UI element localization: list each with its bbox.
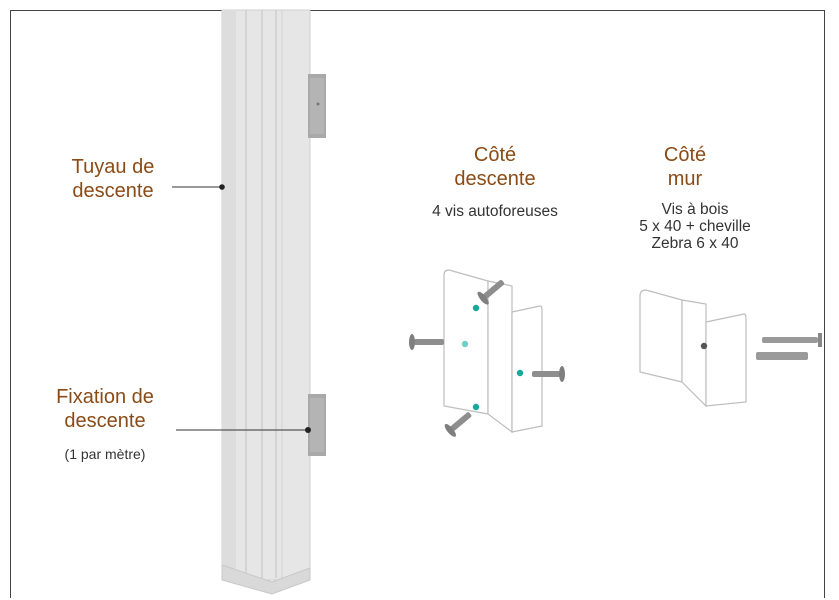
leader-downpipe <box>172 184 225 190</box>
label-fixation: Fixation de descente <box>56 386 154 432</box>
leader-fixation <box>176 427 311 433</box>
screws-wall-side <box>700 333 822 360</box>
label-fixation-note: (1 par mètre) <box>64 446 146 462</box>
label-downpipe: Tuyau de descente <box>71 156 155 202</box>
pipe-bracket-top <box>308 74 326 138</box>
detail-downpipe-side: 4 vis autoforeuses <box>432 203 558 220</box>
title-downpipe-side: Côté descente <box>454 144 536 190</box>
pipe-bracket-bottom <box>308 394 326 456</box>
title-wall-side: Côté mur <box>663 144 707 190</box>
detail-wall-side: Vis à bois 5 x 40 + cheville Zebra 6 x 4… <box>639 201 751 253</box>
diagram-frame <box>10 10 825 598</box>
bracket-downpipe-side <box>443 269 543 434</box>
downpipe-illustration <box>221 9 311 595</box>
screws-downpipe-side <box>409 279 565 437</box>
bracket-wall-side <box>639 289 747 408</box>
